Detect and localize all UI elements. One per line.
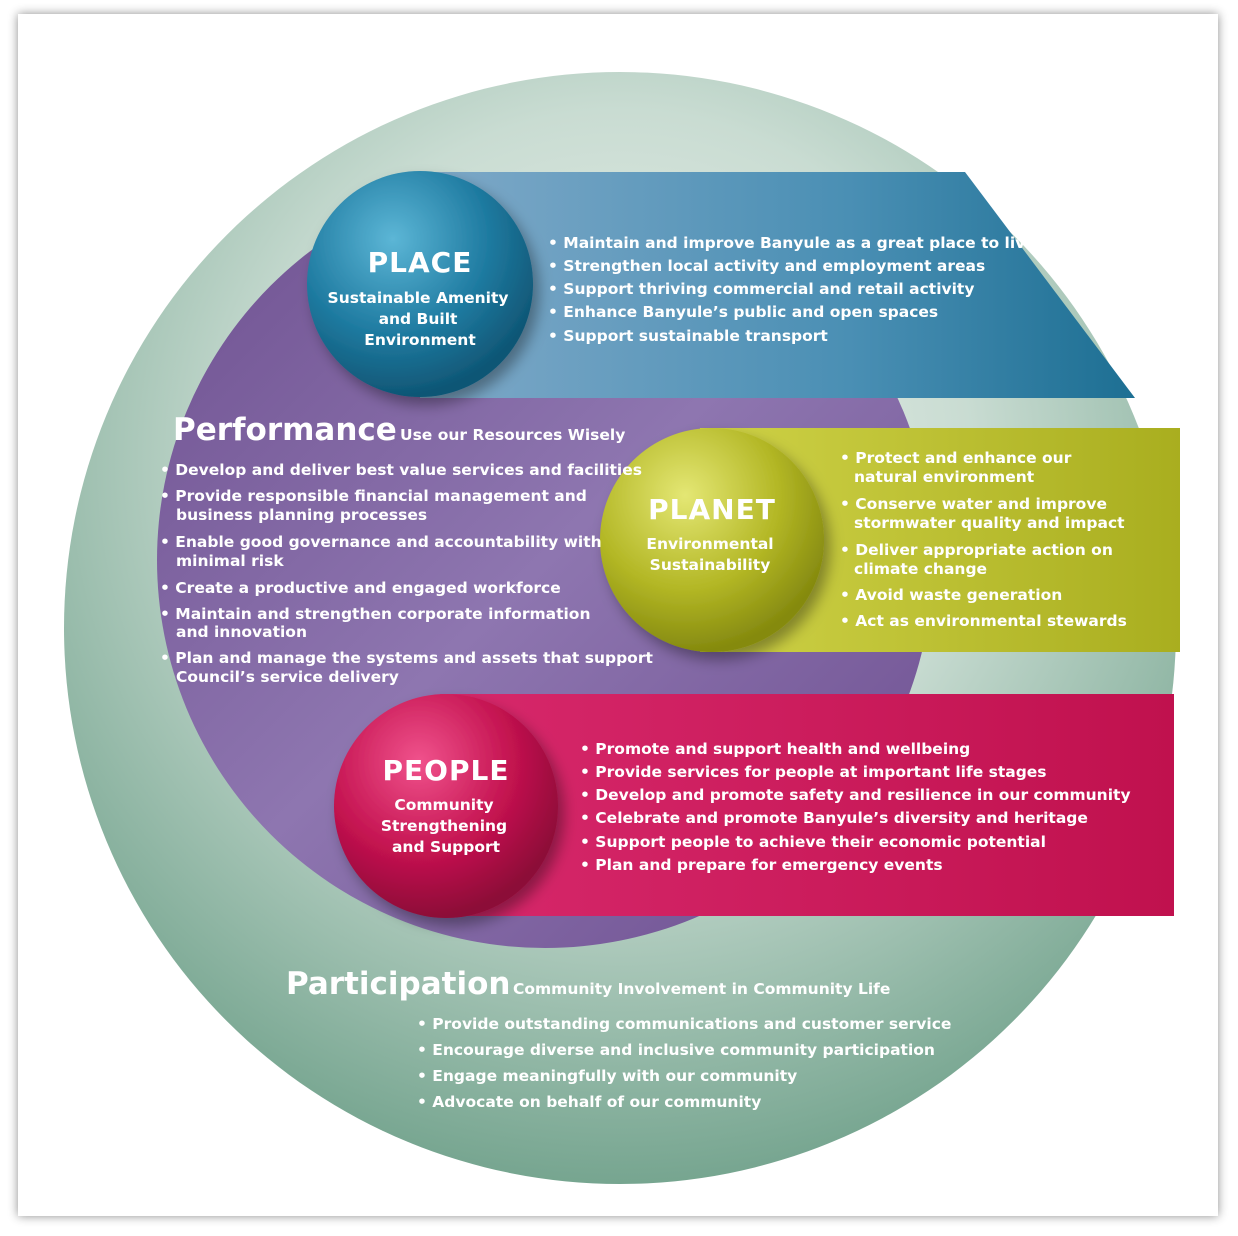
people-list: • Promote and support health and wellbei… xyxy=(580,740,1131,874)
place-title: PLACE xyxy=(368,246,473,279)
place-subtitle-1: Sustainable Amenity xyxy=(328,289,509,307)
people-subtitle-2: Strengthening xyxy=(381,817,507,835)
participation-subtitle: Community Involvement in Community Life xyxy=(513,980,890,998)
performance-list: • Develop and deliver best value service… xyxy=(160,461,653,686)
performance-title: Performance xyxy=(173,412,397,448)
place-item: • Strengthen local activity and employme… xyxy=(548,257,985,275)
people-subtitle-3: and Support xyxy=(392,838,501,856)
performance-item: • Maintain and strengthen corporate info… xyxy=(160,605,591,623)
performance-item: • Plan and manage the systems and assets… xyxy=(160,649,653,667)
participation-list: • Provide outstanding communications and… xyxy=(417,1015,951,1111)
people-title: PEOPLE xyxy=(383,754,510,787)
people-item: • Support people to achieve their econom… xyxy=(580,833,1046,851)
people-item: • Plan and prepare for emergency events xyxy=(580,856,943,874)
planet-item: • Conserve water and improve xyxy=(840,495,1107,513)
place-orb xyxy=(307,171,533,397)
people-band xyxy=(440,694,1174,916)
planet-subtitle-1: Environmental xyxy=(646,535,773,553)
performance-item: minimal risk xyxy=(176,552,284,570)
planet-item: • Deliver appropriate action on xyxy=(840,541,1113,559)
planet-item: • Avoid waste generation xyxy=(840,586,1062,604)
place-subtitle-3: Environment xyxy=(364,331,476,349)
participation-item: • Advocate on behalf of our community xyxy=(417,1093,761,1111)
participation-item: • Encourage diverse and inclusive commun… xyxy=(417,1041,935,1059)
people-item: • Celebrate and promote Banyule’s divers… xyxy=(580,809,1088,827)
place-list: • Maintain and improve Banyule as a grea… xyxy=(548,234,1036,345)
people-item: • Develop and promote safety and resilie… xyxy=(580,786,1131,804)
planet-list: • Protect and enhance our natural enviro… xyxy=(840,449,1127,630)
performance-item: • Develop and deliver best value service… xyxy=(160,461,642,479)
place-band xyxy=(420,172,1135,398)
people-subtitle-1: Community xyxy=(394,796,493,814)
performance-subtitle: Use our Resources Wisely xyxy=(400,426,625,444)
performance-item: • Create a productive and engaged workfo… xyxy=(160,579,561,597)
participation-item: • Engage meaningfully with our community xyxy=(417,1067,797,1085)
planet-item: • Act as environmental stewards xyxy=(840,612,1127,630)
place-item: • Enhance Banyule’s public and open spac… xyxy=(548,303,938,321)
planet-item: • Protect and enhance our xyxy=(840,449,1072,467)
place-item: • Support thriving commercial and retail… xyxy=(548,280,974,298)
planet-item: climate change xyxy=(854,560,987,578)
place-subtitle-2: and Built xyxy=(379,310,458,328)
performance-item: • Provide responsible financial manageme… xyxy=(160,487,587,505)
planet-band xyxy=(700,428,1180,652)
participation-item: • Provide outstanding communications and… xyxy=(417,1015,951,1033)
place-item: • Support sustainable transport xyxy=(548,327,828,345)
people-orb xyxy=(334,694,558,918)
people-item: • Promote and support health and wellbei… xyxy=(580,740,970,758)
performance-item: business planning processes xyxy=(176,506,427,524)
participation-title: Participation xyxy=(286,966,510,1002)
performance-item: and innovation xyxy=(176,623,307,641)
planet-item: natural environment xyxy=(854,468,1035,486)
planet-subtitle-2: Sustainability xyxy=(650,556,771,574)
performance-item: Council’s service delivery xyxy=(176,668,399,686)
planet-orb xyxy=(600,428,824,652)
performance-item: • Enable good governance and accountabil… xyxy=(160,533,602,551)
place-item: • Maintain and improve Banyule as a grea… xyxy=(548,234,1036,252)
planet-item: stormwater quality and impact xyxy=(854,514,1125,532)
planet-title: PLANET xyxy=(648,493,776,526)
people-item: • Provide services for people at importa… xyxy=(580,763,1047,781)
